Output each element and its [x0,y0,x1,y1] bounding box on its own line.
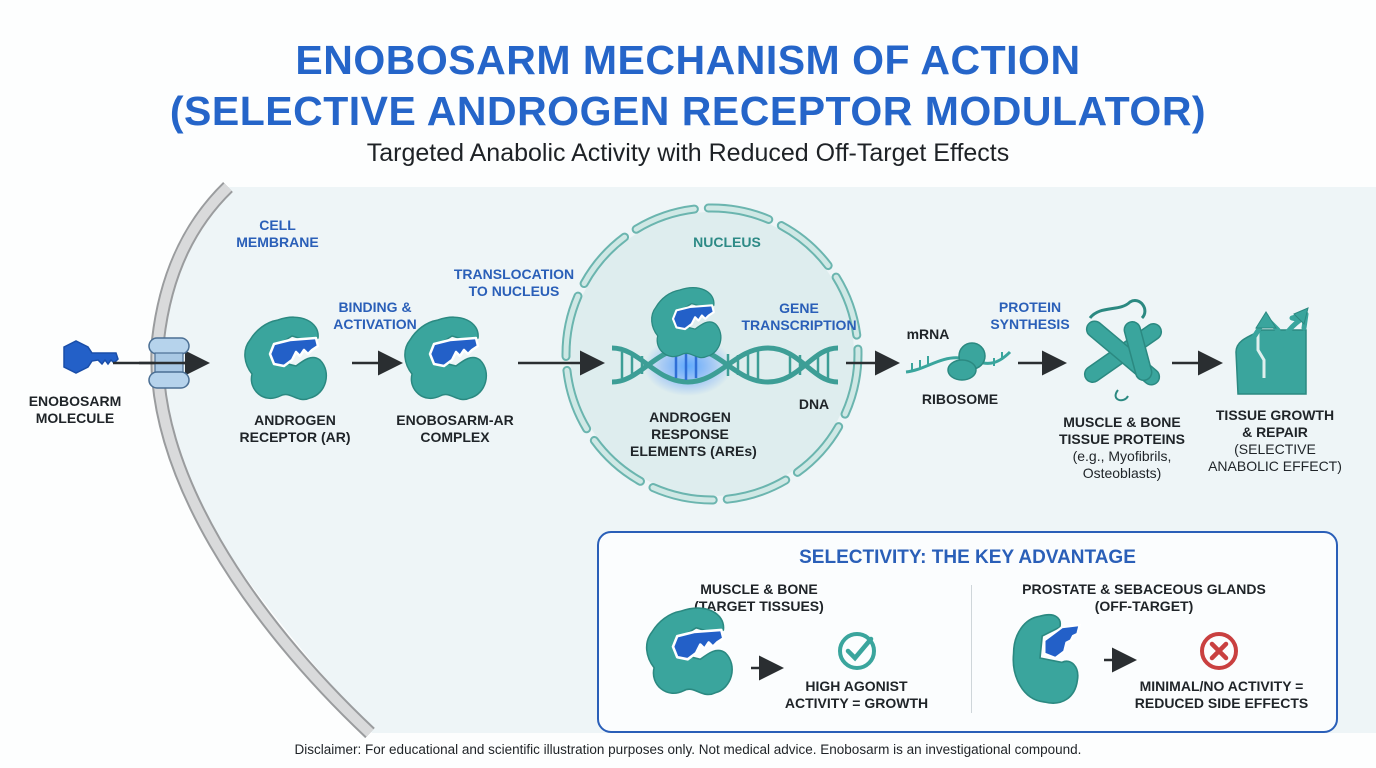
cell-membrane-label: CELL MEMBRANE [236,217,319,250]
target-tissues-heading: MUSCLE & BONE(TARGET TISSUES) [694,581,824,614]
page-subtitle: Targeted Anabolic Activity with Reduced … [366,139,1010,167]
membrane-channel-icon [139,337,199,389]
off-target-heading: PROSTATE & SEBACEOUS GLANDS(OFF-TARGET) [1022,581,1266,614]
page-title-line2: (SELECTIVE ANDROGEN RECEPTOR MODULATOR) [169,88,1207,134]
disclaimer: Disclaimer: For educational and scientif… [294,742,1082,757]
mrna-ribosome-icon [905,342,1012,381]
selectivity-title: SELECTIVITY: THE KEY ADVANTAGE [799,547,1136,568]
ribosome-label: RIBOSOME [921,391,999,407]
selectivity-panel: SELECTIVITY: THE KEY ADVANTAGE MUSCLE & … [597,531,1338,733]
check-circle-icon [838,632,876,670]
tissue-growth-icon [1235,307,1309,395]
off-target-receptor-icon [1012,614,1082,704]
panel-divider [971,585,972,713]
mrna-label: mRNA [906,326,950,342]
dna-label: DNA [798,396,830,412]
binding-label: BINDING &ACTIVATION [333,299,417,332]
enobosarm-molecule-icon [63,340,119,374]
page-title-line1: ENOBOSARM MECHANISM OF ACTION [295,37,1081,83]
target-receptor-icon [645,607,733,696]
off-target-result-label: MINIMAL/NO ACTIVITY =REDUCED SIDE EFFECT… [1134,678,1309,711]
x-circle-icon [1200,632,1238,670]
nucleus-label: NUCLEUS [693,234,761,250]
protein-icon [1083,299,1163,402]
